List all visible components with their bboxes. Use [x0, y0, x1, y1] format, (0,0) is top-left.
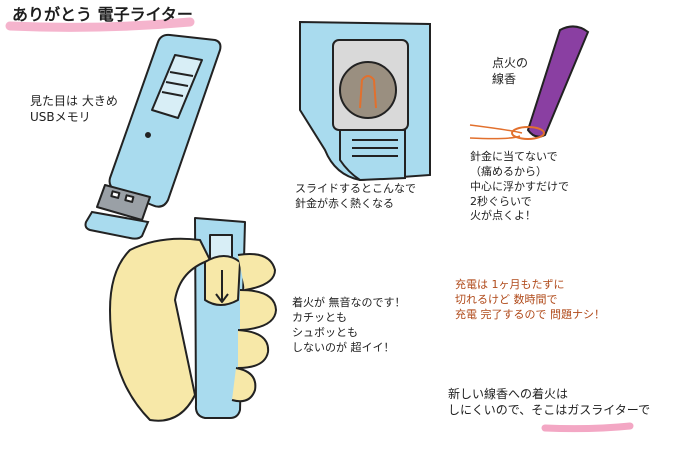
- title-highlight: [5, 17, 195, 32]
- hand-with-lighter-drawing: [109, 217, 277, 422]
- footer-highlight: [541, 422, 634, 433]
- title: ありがとう 電子ライター: [12, 5, 193, 24]
- charge-note: 充電は 1ヶ月もたずに 切れるけど 数時間で 充電 完了するので 問題ナシ！: [455, 278, 605, 321]
- slide-closeup-drawing: [299, 20, 431, 182]
- slide-note: スライドするとこんなで 針金が赤く熱くなる: [295, 182, 416, 210]
- instruction-note: 針金に当てないで （痛めるから） 中心に浮かすだけで 2秒ぐらいで 火が点くよ！: [470, 150, 569, 223]
- appearance-note: 見た目は 大きめ USBメモリ: [30, 94, 118, 125]
- usb-lighter-drawing: [96, 33, 222, 221]
- usb-cap-drawing: [84, 210, 150, 240]
- quiet-note: 着火が 無音なのです！ カチッとも シュボッとも しないのが 超イイ！: [292, 296, 406, 354]
- footer-note: 新しい線香への着火は しにくいので、そこはガスライターで: [448, 387, 651, 418]
- incense-drawing: [469, 25, 590, 140]
- incense-label: 点火の 線香: [492, 56, 529, 87]
